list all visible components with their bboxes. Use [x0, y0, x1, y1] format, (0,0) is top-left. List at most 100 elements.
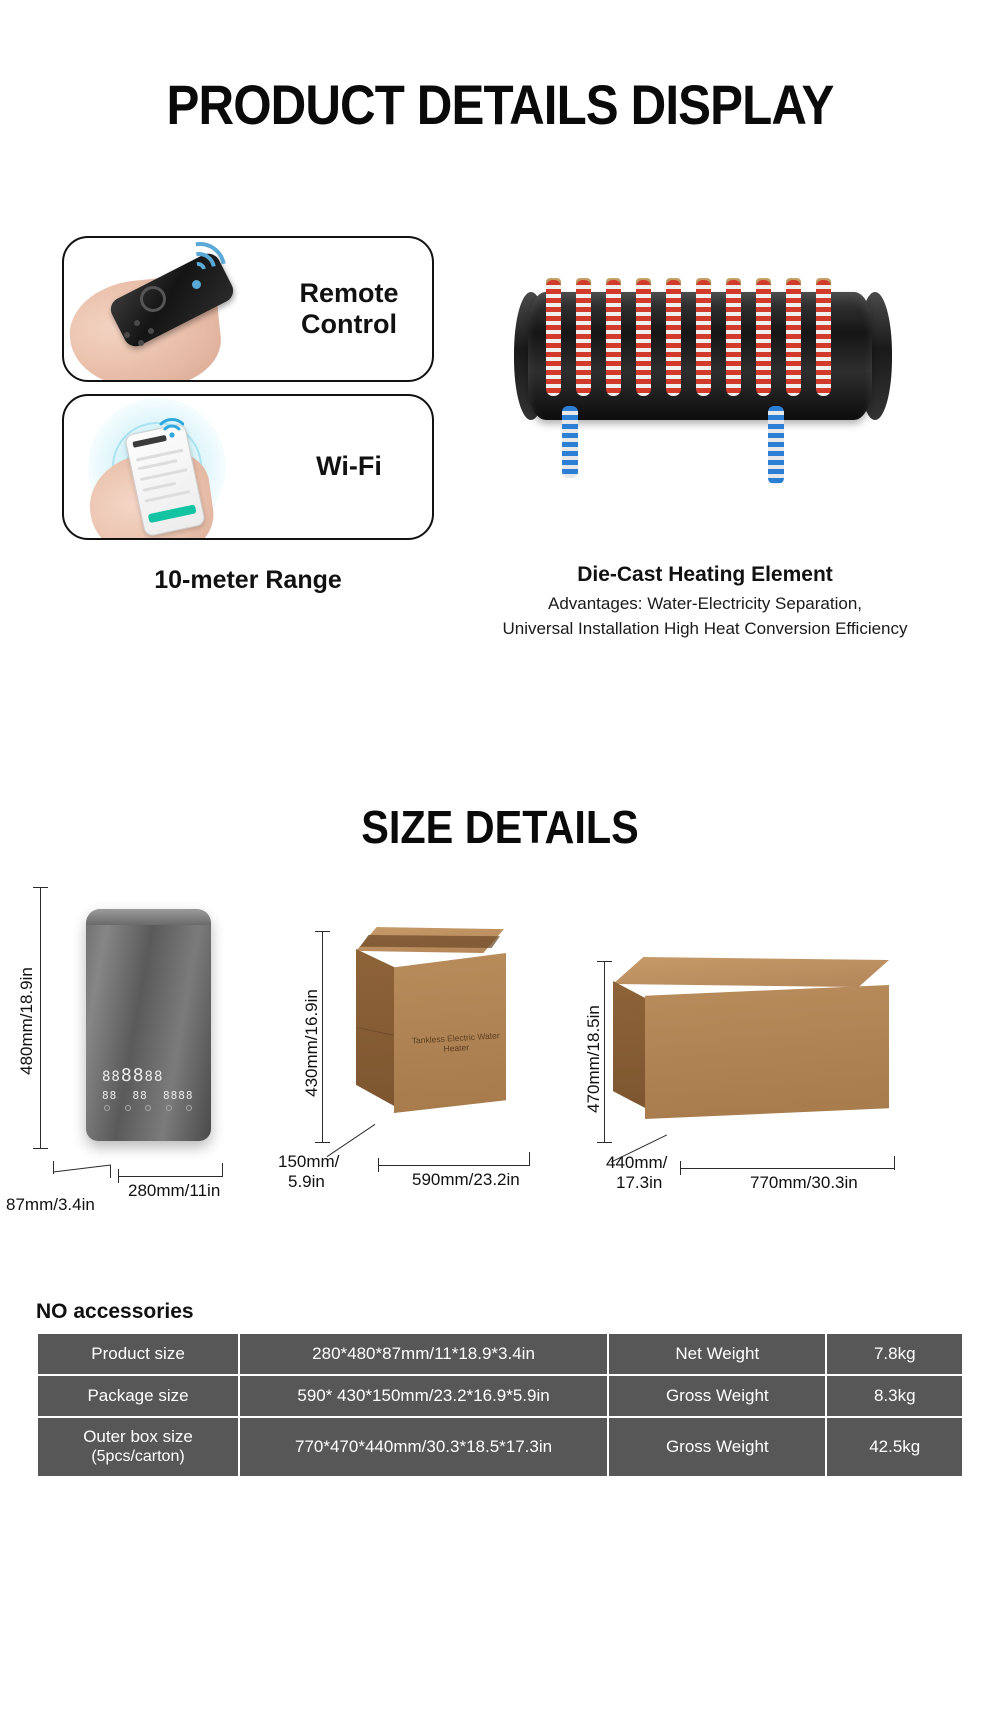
inlet-pipe [562, 406, 578, 478]
dim-label-outer-depth-1: 440mm/ [606, 1153, 668, 1172]
remote-button-dot [134, 320, 140, 326]
heating-coil [786, 280, 801, 396]
advantage-line-2: Universal Installation High Heat Convers… [502, 618, 908, 638]
dim-tick [222, 1163, 223, 1177]
spec-weight-label-gross-2: Gross Weight [607, 1416, 828, 1478]
outlet-pipe [768, 406, 784, 484]
spec-label-package-size: Package size [35, 1374, 241, 1418]
feature-card-label: Wi-Fi [316, 451, 382, 482]
size-diagrams: 888888 88 88 8888 480mm/18.9in 280mm/11i… [0, 865, 1000, 1235]
remote-button-dot [124, 332, 130, 338]
dim-line-package-height [322, 931, 323, 1143]
dim-label-outer-depth-2: 17.3in [616, 1173, 663, 1192]
remote-button-dot [148, 328, 154, 334]
specification-table: Product size 280*480*87mm/11*18.9*3.4in … [35, 1332, 964, 1478]
carton-front-face [394, 953, 506, 1113]
spec-weight-label-gross-1: Gross Weight [607, 1374, 828, 1418]
dim-tick [110, 1165, 111, 1178]
spec-weight-value-net: 7.8kg [825, 1332, 964, 1376]
heating-coil [696, 280, 711, 396]
unit-touch-buttons [104, 1105, 192, 1111]
feature-card-wifi[interactable]: Wi-Fi [62, 394, 434, 540]
carton-inner-flap [360, 935, 500, 948]
remote-label-line2: Control [301, 309, 397, 339]
remote-button-dot [138, 340, 144, 346]
spec-value-outer-box-size: 770*470*440mm/30.3*18.5*17.3in [238, 1416, 610, 1478]
unit-top-face [86, 909, 211, 925]
dim-tick [597, 1142, 612, 1143]
touch-button [145, 1105, 151, 1111]
outer-carton-side-face [613, 981, 647, 1109]
dim-tick [53, 1161, 54, 1174]
dim-tick [33, 1148, 48, 1149]
heating-coil [726, 280, 741, 396]
outer-carton-top-face [613, 957, 889, 987]
table-row: Outer box size (5pcs/carton) 770*470*440… [35, 1416, 964, 1478]
remote-label-line1: Remote [299, 277, 399, 308]
spec-value-package-size: 590* 430*150mm/23.2*16.9*5.9in [238, 1374, 610, 1418]
dim-label-product-height: 480mm/18.9in [17, 967, 36, 1075]
spec-value-product-size: 280*480*87mm/11*18.9*3.4in [238, 1332, 610, 1376]
touch-button [124, 1105, 131, 1111]
dim-line-product-height [40, 887, 41, 1149]
spec-weight-value-gross-2: 42.5kg [825, 1416, 964, 1478]
dim-line-package-width [378, 1165, 530, 1166]
dim-label-outer-width: 770mm/30.3in [750, 1173, 858, 1192]
size-details-title: SIZE DETAILS [361, 801, 639, 853]
outer-carton [613, 957, 898, 1122]
feature-card-label: Remote Control [274, 278, 432, 340]
heating-element-title: Die-Cast Heating Element [577, 563, 833, 586]
outer-carton-front-face [645, 985, 889, 1119]
advantage-line-1: Advantages: Water-Electricity Separation… [547, 594, 862, 613]
dim-tick [529, 1152, 530, 1166]
dim-tick [378, 1158, 379, 1172]
spec-label-product-size: Product size [35, 1332, 241, 1376]
dim-tick [315, 1142, 330, 1143]
spec-label-outer-box-size: Outer box size (5pcs/carton) [35, 1416, 241, 1478]
table-row: Package size 590* 430*150mm/23.2*16.9*5.… [35, 1374, 964, 1418]
dim-label-package-depth-1: 150mm/ [278, 1152, 340, 1171]
dim-tick [894, 1156, 895, 1170]
spec-weight-label-net: Net Weight [607, 1332, 828, 1376]
dim-tick [597, 961, 612, 962]
page-title: PRODUCT DETAILS DISPLAY [166, 73, 834, 136]
dim-label-product-width: 280mm/11in [128, 1181, 221, 1200]
dim-label-package-width: 590mm/23.2in [412, 1170, 520, 1189]
unit-display-screen: 888888 88 88 8888 [102, 1065, 194, 1102]
dim-line-product-depth [53, 1164, 111, 1173]
phone-ui-line [140, 468, 188, 482]
heating-coil [666, 280, 681, 396]
heating-coil [816, 280, 831, 396]
no-accessories-label: NO accessories [36, 1300, 194, 1323]
dim-label-package-depth-2: 5.9in [288, 1172, 325, 1191]
heating-element-advantages: Advantages: Water-Electricity Separation… [470, 592, 940, 641]
remote-control-photo [64, 238, 274, 380]
phone-ui-line [142, 481, 177, 492]
heating-coil [546, 280, 561, 396]
table-row: Product size 280*480*87mm/11*18.9*3.4in … [35, 1332, 964, 1376]
feature-card-remote-control[interactable]: Remote Control [62, 236, 434, 382]
touch-button [104, 1105, 110, 1111]
phone-ui-line [144, 490, 191, 503]
signal-origin-icon [192, 280, 201, 289]
water-heater-unit: 888888 88 88 8888 [86, 909, 211, 1141]
heating-coil [636, 280, 651, 396]
phone-ui-line [137, 459, 178, 471]
spec-weight-value-gross-1: 8.3kg [825, 1374, 964, 1418]
smartphone-wifi-photo [64, 396, 274, 538]
wifi-signal-icon [159, 418, 184, 438]
package-carton: Tankless Electric Water Heater [330, 927, 530, 1117]
phone-primary-button [147, 504, 197, 524]
dim-line-product-width [118, 1176, 223, 1177]
dim-label-outer-height: 470mm/18.5in [584, 1005, 603, 1113]
heating-coil [606, 280, 621, 396]
dim-label-product-depth: 87mm/3.4in [6, 1195, 95, 1214]
heating-coil [576, 280, 591, 396]
range-caption: 10-meter Range [154, 566, 342, 594]
touch-button [186, 1105, 192, 1111]
outer-box-label-sub: (5pcs/carton) [91, 1448, 185, 1466]
dim-line-outer-height [604, 961, 605, 1143]
feature-cards: Remote Control Wi-Fi [62, 236, 434, 552]
dim-tick [118, 1169, 119, 1183]
outer-box-label-main: Outer box size [83, 1427, 193, 1446]
